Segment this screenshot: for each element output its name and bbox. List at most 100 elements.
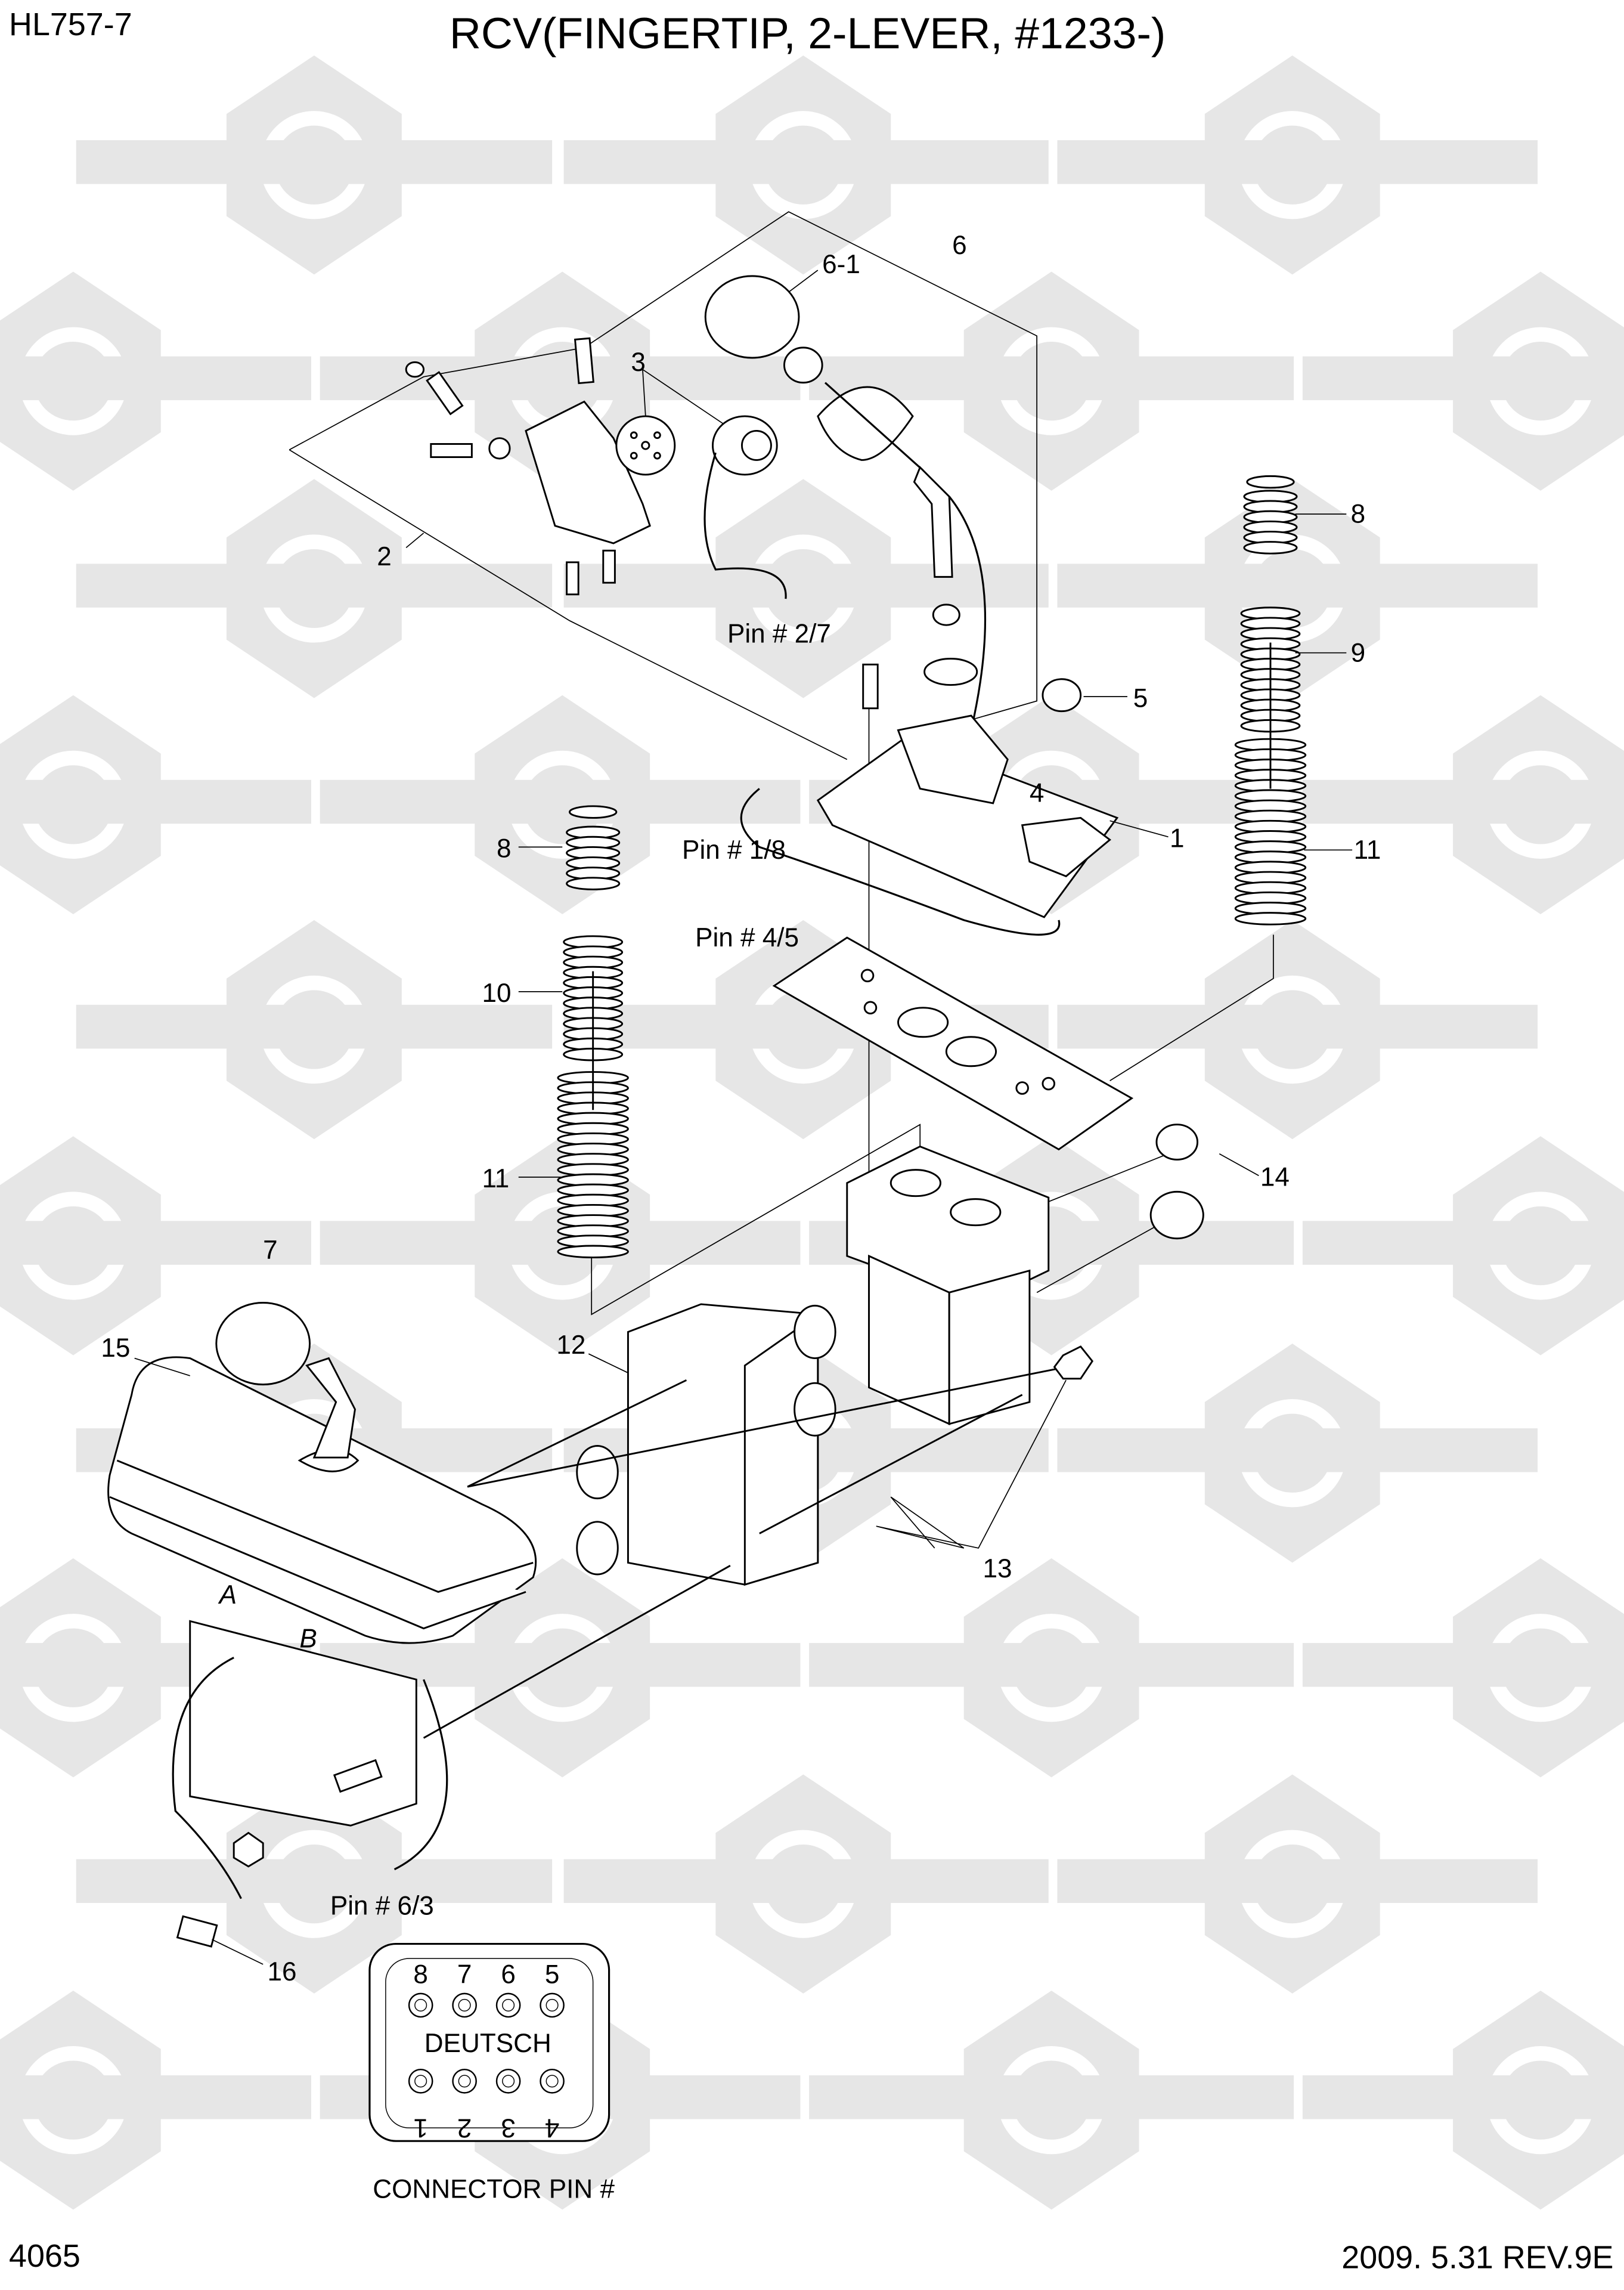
watermark-banner xyxy=(1310,564,1538,608)
connector-pin-hole xyxy=(458,2075,471,2088)
watermark-banner xyxy=(1066,356,1294,401)
watermark-banner xyxy=(1302,779,1530,824)
connector-pin-socket xyxy=(452,1992,477,2018)
callout-6-1: 6-1 xyxy=(822,250,860,279)
watermark-hexagon xyxy=(715,55,891,275)
end-plate-and-tie-bolts xyxy=(423,1303,1094,1739)
pin-label-6-3: Pin # 6/3 xyxy=(330,1892,434,1921)
watermark-banner xyxy=(1302,356,1530,401)
callout-11-right: 11 xyxy=(1354,835,1381,865)
connector-pin-number: 7 xyxy=(457,1960,472,1989)
connector-pin-hole xyxy=(546,2075,559,2088)
watermark-banner xyxy=(820,140,1049,184)
callout-12: 12 xyxy=(556,1330,585,1360)
valve-body xyxy=(846,1124,1204,1426)
watermark-banner xyxy=(563,564,792,608)
watermark-banner xyxy=(76,140,304,184)
connector-pin-number: 5 xyxy=(545,1960,560,1989)
callout-labels: 6-1 6 3 2 8 9 5 4 1 11 8 10 11 14 7 15 1… xyxy=(101,231,1381,1986)
watermark-banner xyxy=(1310,1859,1538,1904)
plunger-8 xyxy=(569,805,618,819)
watermark-hexagon xyxy=(1204,1344,1380,1563)
model-code: HL757-7 xyxy=(9,7,132,42)
pin-label-4-5: Pin # 4/5 xyxy=(695,923,799,952)
watermark-banner xyxy=(324,1859,553,1904)
watermark-banner xyxy=(572,1643,801,1687)
watermark-banner xyxy=(1057,140,1285,184)
watermark-hexagon xyxy=(226,55,402,275)
watermark-hexagon xyxy=(475,1558,650,1778)
connector-pin-socket xyxy=(540,1992,565,2018)
connector-pin-number: 8 xyxy=(413,1960,428,1989)
pin-label-2-7: Pin # 2/7 xyxy=(727,620,831,649)
connector-pin-hole xyxy=(546,1998,559,2012)
watermark-hexagon xyxy=(0,271,161,491)
callout-4: 4 xyxy=(1030,778,1045,807)
connector-pin-socket xyxy=(408,1992,433,2018)
watermark-banner xyxy=(1066,1643,1294,1687)
switch-bracket-assembly xyxy=(405,337,787,599)
watermark-hexagon xyxy=(226,1774,402,1994)
watermark-banner xyxy=(1310,1004,1538,1049)
watermark-banner xyxy=(0,2075,70,2119)
callout-8-right: 8 xyxy=(1351,500,1366,529)
callout-leaders xyxy=(134,270,1353,1376)
watermark-banner xyxy=(563,1859,792,1904)
watermark-banner xyxy=(320,779,548,824)
pin-label-1-8: Pin # 1/8 xyxy=(682,835,786,865)
watermark-hexagon xyxy=(0,1558,161,1778)
watermark-banner xyxy=(809,2075,1037,2119)
connector-pin-hole xyxy=(502,1998,515,2012)
watermark-hexagon xyxy=(1204,920,1380,1140)
watermark-banner xyxy=(1521,356,1624,401)
watermark-hexagon xyxy=(715,1774,891,1994)
lever-and-boot-assembly xyxy=(107,1302,537,1965)
callout-3: 3 xyxy=(631,348,646,377)
watermark-hexagon xyxy=(963,1558,1139,1778)
watermark-banner xyxy=(572,356,801,401)
piston-spring-8 xyxy=(566,877,621,890)
connector-pin-socket xyxy=(495,1992,521,2018)
callout-10: 10 xyxy=(482,979,512,1008)
page-title: RCV(FINGERTIP, 2-LEVER, #1233-) xyxy=(450,8,1166,58)
connector-pin-number: 6 xyxy=(501,1960,516,1989)
watermark-banner xyxy=(1066,2075,1294,2119)
revision-date: 2009. 5.31 REV.9E xyxy=(1341,2239,1613,2275)
watermark-banner xyxy=(83,2075,312,2119)
watermark-banner xyxy=(0,1643,70,1687)
watermark-banner xyxy=(0,779,70,824)
callout-6: 6 xyxy=(952,231,967,260)
watermark-banner xyxy=(0,1221,70,1265)
callout-5: 5 xyxy=(1133,683,1148,713)
watermark-hexagon xyxy=(1204,1774,1380,1994)
connector-pin-number: 4 xyxy=(545,2113,560,2142)
watermark-banner xyxy=(809,1643,1037,1687)
watermark-banner xyxy=(820,1859,1049,1904)
watermark-layer xyxy=(0,55,1624,2210)
connector-pin-number: 1 xyxy=(413,2113,428,2142)
watermark-banner xyxy=(76,564,304,608)
callout-15: 15 xyxy=(101,1333,130,1363)
upper-housing-assembly xyxy=(740,604,1119,936)
connector-brand: DEUTSCH xyxy=(424,2029,551,2058)
connector-pin-socket xyxy=(452,2068,477,2094)
watermark-banner xyxy=(324,564,553,608)
watermark-banner xyxy=(1310,140,1538,184)
watermark-hexagon xyxy=(0,1136,161,1356)
gasket-plate xyxy=(772,936,1134,1151)
connector-pin-number: 2 xyxy=(457,2113,472,2142)
watermark-banner xyxy=(1521,2075,1624,2119)
watermark-banner xyxy=(1302,2075,1530,2119)
piston-spring-8 xyxy=(1243,541,1298,555)
connector-pin-hole xyxy=(502,2075,515,2088)
watermark-banner xyxy=(324,1004,553,1049)
watermark-banner xyxy=(1310,1428,1538,1472)
watermark-banner xyxy=(1521,779,1624,824)
return-spring-11 xyxy=(557,1245,629,1259)
page-number: 4065 xyxy=(9,2238,80,2274)
watermark-banner xyxy=(76,1859,304,1904)
watermark-banner xyxy=(1521,1643,1624,1687)
watermark-banner xyxy=(563,140,792,184)
watermark-hexagon xyxy=(963,271,1139,491)
connector-pin-socket xyxy=(540,2068,565,2094)
